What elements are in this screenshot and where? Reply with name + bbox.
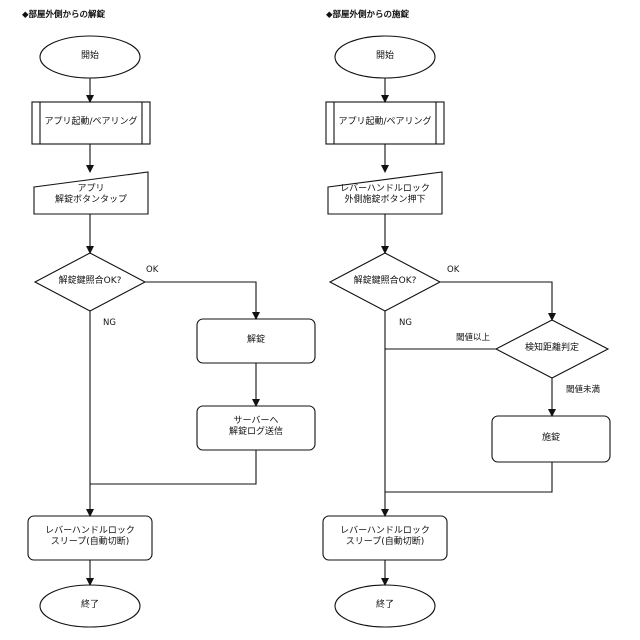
- right-ng-label: NG: [399, 318, 412, 328]
- right-ok-label: OK: [447, 265, 459, 275]
- left-end-label: 終了: [40, 600, 140, 611]
- left-decision-label: 解錠鍵照合OK?: [35, 276, 145, 287]
- right-pairing-label: アプリ起動/ペアリング: [326, 117, 444, 128]
- left-arrow-ok-unlock: [145, 282, 256, 319]
- right-lock-label: 施錠: [492, 433, 610, 444]
- right-heading: ◆部屋外側からの施錠: [326, 8, 409, 20]
- left-line-log-merge: [90, 450, 256, 484]
- right-end-label: 終了: [335, 600, 435, 611]
- right-below-label: 閾値未満: [566, 383, 600, 395]
- left-sleep-label: レバーハンドルロック スリープ(自動切断): [28, 526, 152, 548]
- left-heading: ◆部屋外側からの解錠: [22, 8, 105, 20]
- right-input-label: レバーハンドルロック 外側施錠ボタン押下: [328, 184, 442, 206]
- right-distance-label: 検知距離判定: [496, 343, 608, 354]
- left-input-label: アプリ 解錠ボタンタップ: [34, 184, 148, 206]
- right-above-label: 閾値以上: [456, 331, 490, 343]
- right-line-lock-merge: [385, 462, 552, 492]
- right-sleep-label: レバーハンドルロック スリープ(自動切断): [323, 526, 447, 548]
- right-decision-label: 解錠鍵照合OK?: [330, 276, 440, 287]
- right-arrow-ok-distance: [440, 282, 552, 320]
- left-ng-label: NG: [103, 318, 116, 328]
- left-send-log-label: サーバーへ 解錠ログ送信: [197, 416, 315, 438]
- left-unlock-label: 解錠: [197, 335, 315, 346]
- left-ok-label: OK: [146, 265, 158, 275]
- left-pairing-label: アプリ起動/ペアリング: [32, 117, 150, 128]
- right-start-label: 開始: [335, 51, 435, 62]
- left-start-label: 開始: [40, 51, 140, 62]
